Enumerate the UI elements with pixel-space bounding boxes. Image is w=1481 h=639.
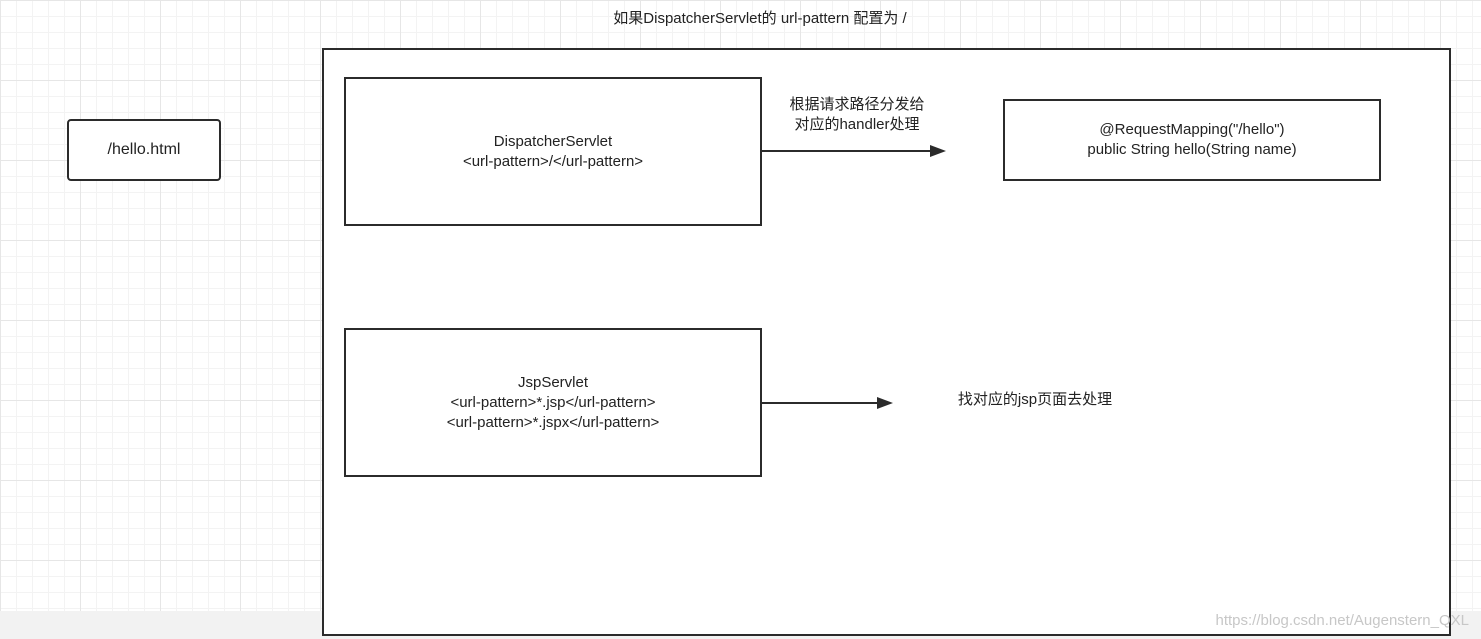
dispatcher-servlet-box: DispatcherServlet <url-pattern>/</url-pa… — [344, 77, 762, 226]
handler-annotation: @RequestMapping("/hello") — [1099, 121, 1285, 138]
handler-signature: public String hello(String name) — [1087, 141, 1297, 158]
jsp-target-label: 找对应的jsp页面去处理 — [957, 391, 1113, 408]
dispatcher-url-pattern: <url-pattern>/</url-pattern> — [462, 152, 644, 170]
request-box: /hello.html — [67, 119, 221, 181]
diagram-title: 如果DispatcherServlet的 url-pattern 配置为 / — [613, 10, 907, 27]
handler-method-box: @RequestMapping("/hello") public String … — [1003, 99, 1381, 181]
dispatcher-name: DispatcherServlet — [493, 132, 613, 150]
dispatcher-arrow-label-line1: 根据请求路径分发给 — [789, 96, 925, 113]
jsp-url-pattern: <url-pattern>*.jsp</url-pattern> — [450, 393, 656, 411]
dispatcher-arrow-label: 根据请求路径分发给 对应的handler处理 — [757, 95, 957, 135]
jsp-servlet-box: JspServlet <url-pattern>*.jsp</url-patte… — [344, 328, 762, 477]
watermark-text: https://blog.csdn.net/Augenstern_QXL — [1215, 612, 1470, 629]
dispatcher-arrow-label-line2: 对应的handler处理 — [794, 116, 920, 133]
dispatcher-to-handler-arrow — [762, 145, 946, 157]
jsp-servlet-name: JspServlet — [517, 373, 589, 391]
jsp-to-page-arrow — [762, 397, 893, 409]
request-label: /hello.html — [107, 141, 181, 158]
jspx-url-pattern: <url-pattern>*.jspx</url-pattern> — [446, 413, 660, 431]
